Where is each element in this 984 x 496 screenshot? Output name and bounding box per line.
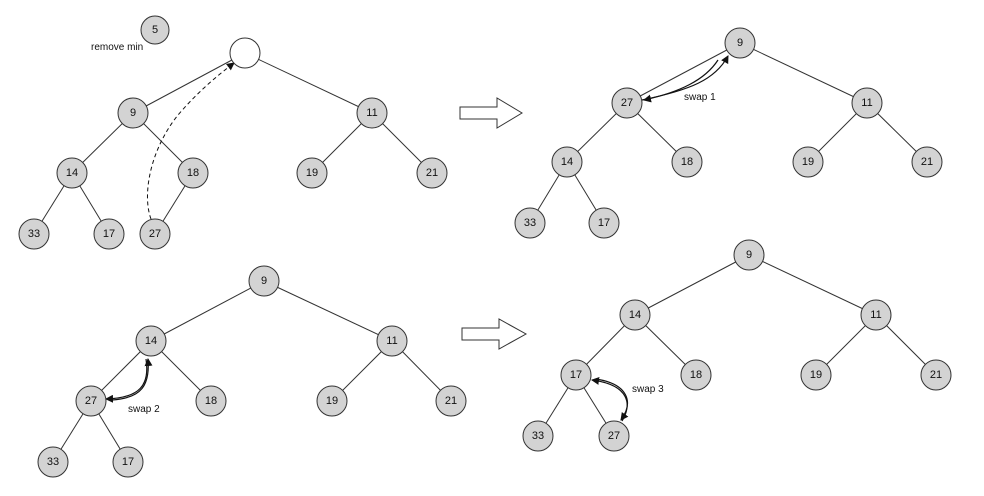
svg-text:33: 33	[28, 228, 40, 240]
svg-text:17: 17	[570, 369, 582, 381]
tree-node: 9	[248, 265, 280, 297]
svg-text:21: 21	[445, 395, 457, 407]
swap-3-arrow	[591, 376, 628, 422]
svg-text:18: 18	[205, 395, 217, 407]
svg-text:14: 14	[145, 335, 157, 347]
svg-text:21: 21	[921, 156, 933, 168]
svg-text:9: 9	[746, 249, 752, 261]
tree-node: 11	[356, 97, 388, 129]
svg-text:9: 9	[737, 37, 743, 49]
tree-node: 18	[195, 385, 227, 417]
svg-text:11: 11	[870, 309, 881, 321]
tree-node: 14	[135, 325, 167, 357]
svg-text:33: 33	[47, 456, 59, 468]
svg-text:11: 11	[366, 107, 377, 119]
tree-node: 9	[117, 97, 149, 129]
swap-3-arrow-back	[595, 378, 629, 421]
svg-text:11: 11	[386, 335, 397, 347]
svg-text:19: 19	[810, 369, 822, 381]
svg-text:14: 14	[66, 167, 78, 179]
tree-node: 18	[177, 157, 209, 189]
transition-arrow-right-icon	[461, 318, 528, 350]
tree-node: 11	[851, 87, 883, 119]
tree-node: 27	[75, 385, 107, 417]
svg-text:33: 33	[532, 430, 544, 442]
tree-node: 21	[435, 385, 467, 417]
swap-2-label: swap 2	[128, 404, 160, 415]
svg-text:21: 21	[930, 369, 942, 381]
panel-after-swap-1: swap 1 9 27 11 14 18 19 21 33 17	[514, 27, 943, 239]
tree-node: 17	[112, 446, 144, 478]
tree-node: 11	[860, 299, 892, 331]
panel-remove-min: 5 remove min 9 11 14 18 19 21 33 17 27	[18, 15, 448, 250]
tree-node-root-empty	[229, 37, 261, 69]
panel-after-swap-2: swap 2 9 14 11 27 18 19 21 33 17	[37, 265, 467, 478]
swap-1-label: swap 1	[684, 92, 716, 103]
svg-text:18: 18	[681, 156, 693, 168]
svg-text:18: 18	[690, 369, 702, 381]
svg-text:19: 19	[802, 156, 814, 168]
svg-text:9: 9	[130, 107, 136, 119]
svg-text:21: 21	[426, 167, 438, 179]
tree-node: 19	[316, 385, 348, 417]
tree-node: 17	[588, 207, 620, 239]
svg-text:27: 27	[149, 228, 161, 240]
svg-text:17: 17	[103, 228, 115, 240]
remove-min-caption: remove min	[91, 42, 143, 53]
tree-node: 19	[296, 157, 328, 189]
tree-node: 21	[920, 359, 952, 391]
tree-node: 17	[93, 218, 125, 250]
svg-text:33: 33	[524, 217, 536, 229]
swap-2-arrow-back	[111, 358, 153, 401]
tree-node: 9	[724, 27, 756, 59]
swap-1-arrow-back	[643, 59, 719, 103]
tree-node: 33	[37, 446, 69, 478]
tree-node: 9	[733, 239, 765, 271]
tree-node: 21	[911, 146, 943, 178]
move-arrow-dashed	[146, 62, 235, 220]
svg-text:14: 14	[629, 309, 641, 321]
svg-text:27: 27	[621, 97, 633, 109]
tree-node: 27	[611, 87, 643, 119]
panel-after-swap-3: swap 3 9 14 11 17 18 19 21 33 27	[522, 239, 952, 452]
svg-text:9: 9	[261, 275, 267, 287]
svg-text:27: 27	[608, 430, 620, 442]
svg-text:11: 11	[861, 97, 872, 109]
tree-node: 27	[598, 420, 630, 452]
tree-node: 14	[551, 146, 583, 178]
tree-node: 21	[416, 157, 448, 189]
tree-node: 11	[376, 325, 408, 357]
tree-node: 27	[139, 218, 171, 250]
tree-node: 33	[514, 207, 546, 239]
tree-node: 18	[671, 146, 703, 178]
tree-node: 33	[522, 420, 554, 452]
tree-node: 18	[680, 359, 712, 391]
svg-text:19: 19	[326, 395, 338, 407]
tree-node: 14	[56, 157, 88, 189]
removed-value: 5	[152, 24, 158, 36]
svg-text:27: 27	[85, 395, 97, 407]
svg-text:19: 19	[306, 167, 318, 179]
swap-3-label: swap 3	[632, 384, 664, 395]
svg-text:17: 17	[598, 217, 610, 229]
svg-text:18: 18	[187, 167, 199, 179]
transition-arrow-right-icon	[459, 97, 523, 129]
tree-node: 19	[800, 359, 832, 391]
svg-text:17: 17	[122, 456, 134, 468]
tree-node: 17	[560, 359, 592, 391]
tree-node: 33	[18, 218, 50, 250]
svg-text:14: 14	[561, 156, 573, 168]
tree-node: 14	[619, 299, 651, 331]
removed-node: 5	[140, 15, 170, 45]
tree-node: 19	[792, 146, 824, 178]
